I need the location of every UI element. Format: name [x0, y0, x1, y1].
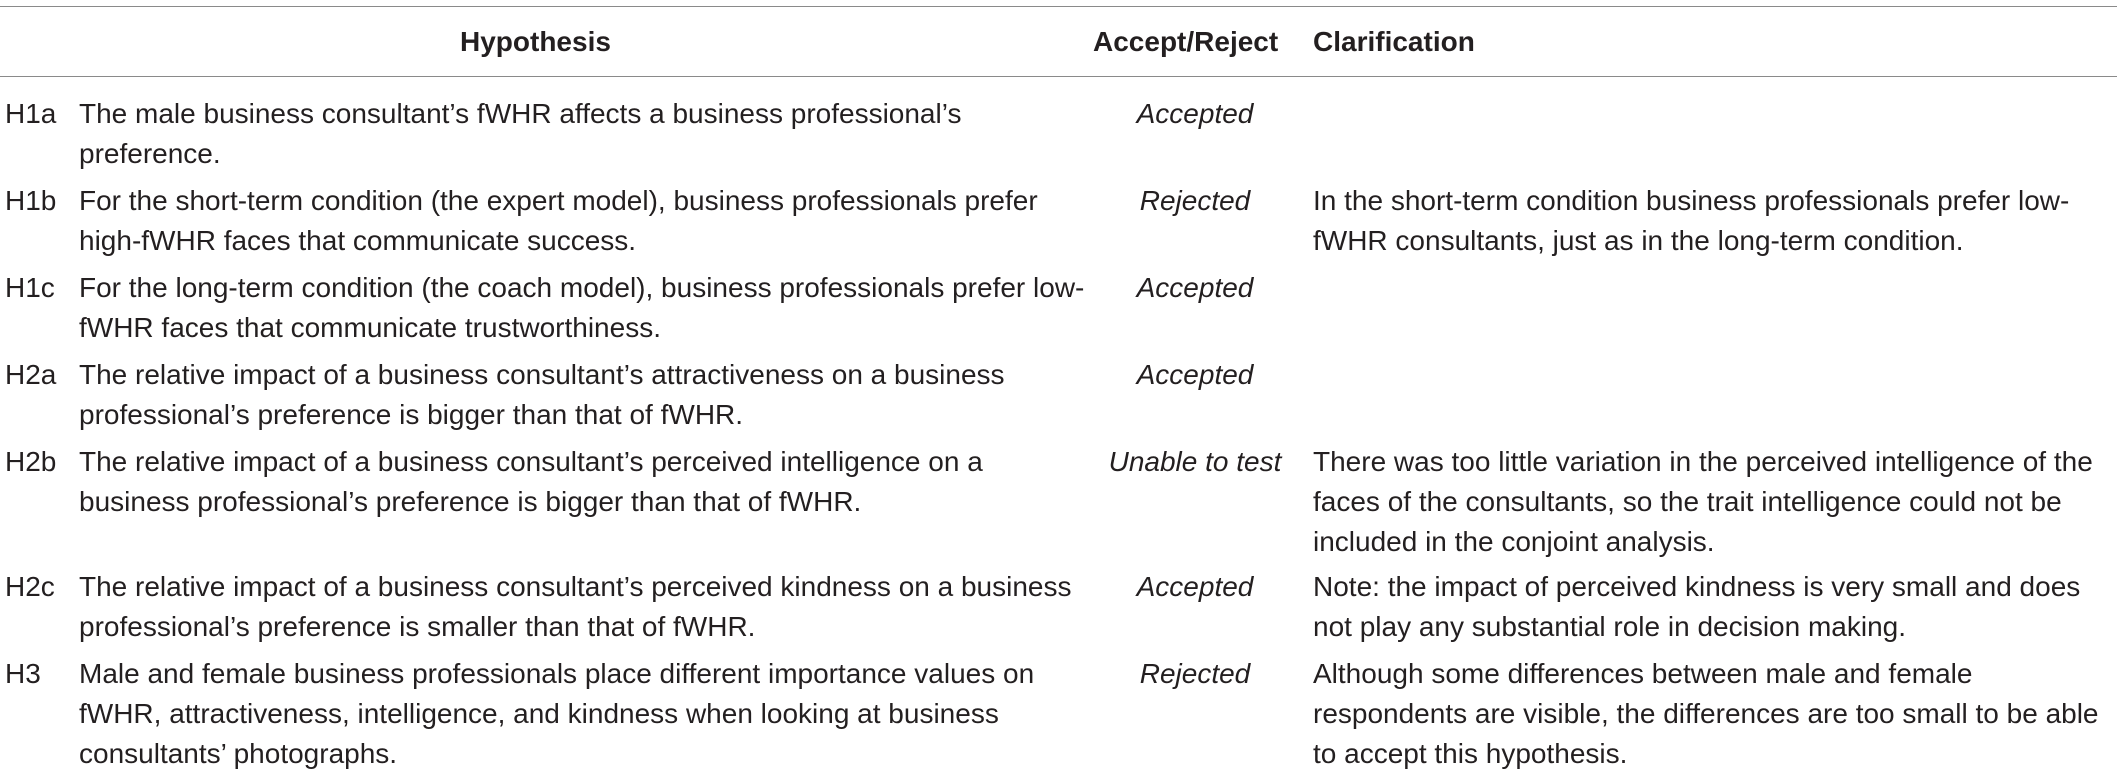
hypothesis-id: H1a [5, 98, 57, 129]
hypothesis-id: H1b [5, 185, 57, 216]
header-clarification: Clarification [1313, 26, 1475, 57]
result-value: Rejected [1139, 658, 1251, 689]
header-accept-reject: Accept/Reject [1093, 26, 1279, 57]
clarification-text: There was too little variation in the pe… [1313, 446, 2093, 557]
hypothesis-text: For the short-term condition (the expert… [79, 185, 1038, 256]
hypothesis-text: Male and female business professionals p… [79, 658, 1035, 769]
hypothesis-id: H2c [5, 571, 55, 602]
hypothesis-text: For the long-term condition (the coach m… [79, 272, 1085, 343]
hypothesis-id: H1c [5, 272, 55, 303]
result-value: Accepted [1136, 571, 1254, 602]
hypothesis-id: H3 [5, 658, 41, 689]
result-value: Rejected [1139, 185, 1251, 216]
result-value: Accepted [1136, 98, 1254, 129]
result-value: Accepted [1136, 272, 1254, 303]
table-top-rule [0, 6, 2117, 7]
hypothesis-text: The male business consultant’s fWHR affe… [79, 98, 962, 169]
hypothesis-id: H2a [5, 359, 57, 390]
clarification-text: In the short-term condition business pro… [1313, 185, 2070, 256]
clarification-text: Note: the impact of perceived kindness i… [1313, 571, 2081, 642]
header-hypothesis: Hypothesis [460, 26, 611, 57]
hypothesis-text: The relative impact of a business consul… [79, 359, 1005, 430]
hypothesis-text: The relative impact of a business consul… [79, 571, 1072, 642]
hypothesis-text: The relative impact of a business consul… [79, 446, 983, 517]
result-value: Unable to test [1108, 446, 1282, 477]
hypothesis-id: H2b [5, 446, 57, 477]
table-header: Hypothesis Accept/Reject Clarification [0, 26, 2117, 62]
clarification-text: Although some differences between male a… [1313, 658, 2099, 769]
result-value: Accepted [1136, 359, 1254, 390]
header-rule [0, 76, 2117, 77]
